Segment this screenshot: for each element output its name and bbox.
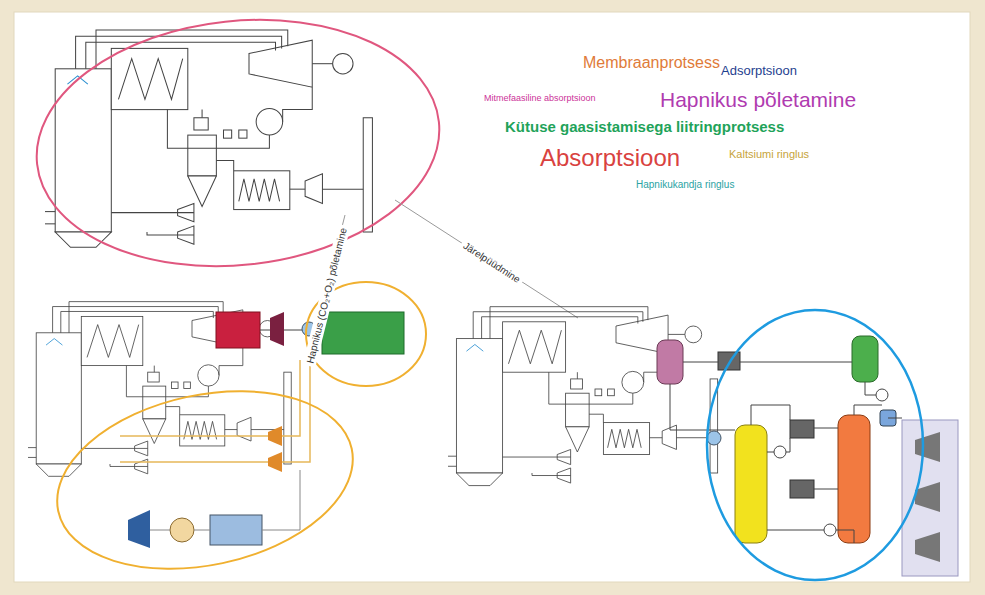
cloud-word: Hapnikus põletamine	[660, 88, 856, 111]
cloud-word: Hapnikukandja ringlus	[636, 179, 734, 190]
cloud-word: Membraanprotsess	[583, 54, 720, 72]
cloud-word: Absorptsioon	[540, 145, 680, 171]
cloud-word: Mitmefaasiline absorptsioon	[484, 94, 596, 104]
cloud-word: Adsorptsioon	[721, 64, 797, 78]
cloud-word: Kaltsiumi ringlus	[729, 148, 809, 160]
cloud-word: Kütuse gaasistamisega liitringprotsess	[505, 119, 784, 136]
